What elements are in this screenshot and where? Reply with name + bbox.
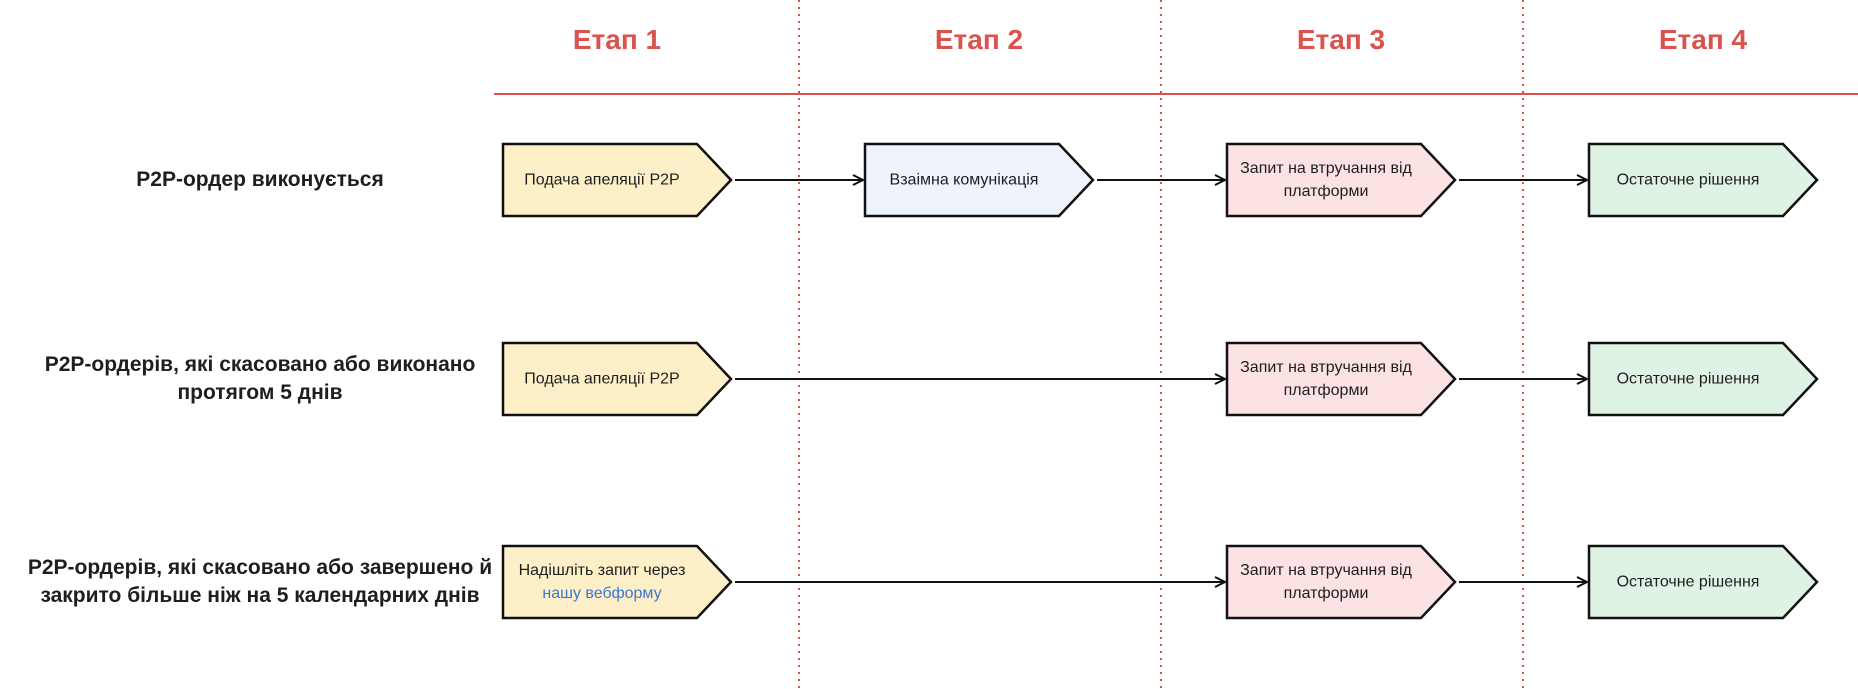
process-step-label: Запит на втручання від платформи xyxy=(1240,562,1412,602)
process-step-label: Запит на втручання від платформи xyxy=(1240,160,1412,200)
stage-title-3: Етап 3 xyxy=(1296,24,1386,55)
process-step: Надішліть запит через нашу вебформу xyxy=(507,559,697,605)
process-step: Остаточне рішення xyxy=(1593,571,1783,594)
process-step-label: Подача апеляції P2P xyxy=(524,171,680,189)
process-step-shape xyxy=(501,544,733,620)
stage-title-2: Етап 2 xyxy=(934,24,1024,55)
process-step-shape xyxy=(1225,341,1457,417)
process-step-label: Остаточне рішення xyxy=(1616,171,1760,189)
process-step-label: Подача апеляції P2P xyxy=(524,370,680,388)
row-label-3: P2P-ордерів, які скасовано або завершено… xyxy=(27,556,493,607)
process-step-shape xyxy=(863,142,1095,218)
process-step-shape xyxy=(501,341,733,417)
stage-title-4: Етап 4 xyxy=(1658,24,1748,55)
process-step-shape xyxy=(501,142,733,218)
process-step-label: Запит на втручання від платформи xyxy=(1240,359,1412,399)
process-step-label: Остаточне рішення xyxy=(1616,370,1760,388)
process-step: Взаімна комунікація xyxy=(869,169,1059,192)
webform-link[interactable]: нашу вебформу xyxy=(542,585,662,602)
process-step: Остаточне рішення xyxy=(1593,368,1783,391)
process-step-shape xyxy=(1587,142,1819,218)
process-step: Запит на втручання від платформи xyxy=(1231,356,1421,402)
process-step-shape xyxy=(1225,544,1457,620)
process-step: Остаточне рішення xyxy=(1593,169,1783,192)
process-step-shape xyxy=(1587,341,1819,417)
process-step: Запит на втручання від платформи xyxy=(1231,157,1421,203)
process-step: Подача апеляції P2P xyxy=(507,368,697,391)
process-step: Запит на втручання від платформи xyxy=(1231,559,1421,605)
process-step: Подача апеляції P2P xyxy=(507,169,697,192)
stage-title-1: Етап 1 xyxy=(572,24,662,55)
process-step-label: Надішліть запит через xyxy=(518,562,686,579)
process-step-label: Взаімна комунікація xyxy=(889,171,1039,189)
process-step-shape xyxy=(1587,544,1819,620)
row-label-1: P2P-ордер виконується xyxy=(136,168,384,191)
process-step-shape xyxy=(1225,142,1457,218)
row-label-2: P2P-ордерів, які скасовано або виконано … xyxy=(44,353,476,404)
process-step-label: Остаточне рішення xyxy=(1616,573,1760,591)
